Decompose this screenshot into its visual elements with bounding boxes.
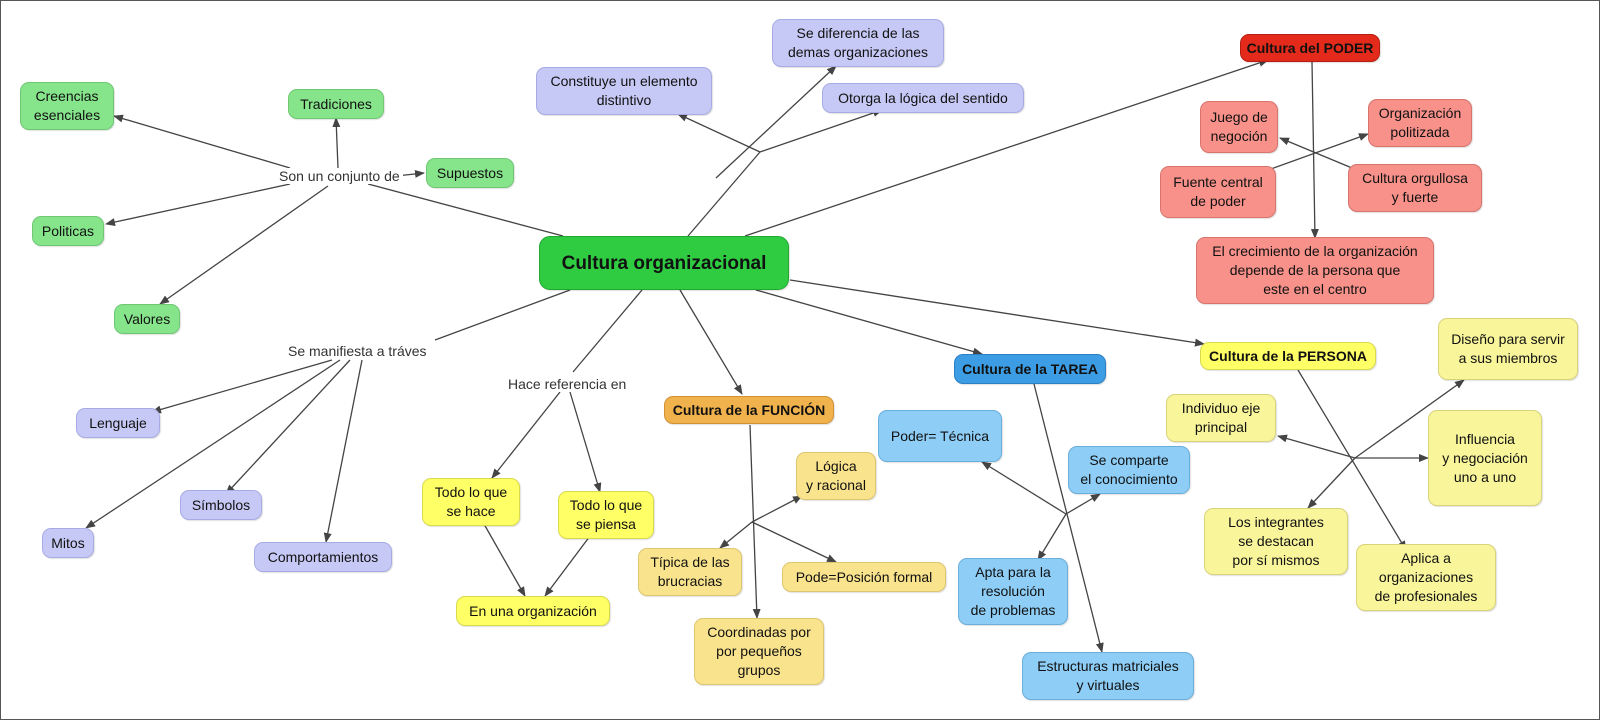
node-coordinadas[interactable]: Coordinadas por por pequeños grupos <box>694 618 824 685</box>
node-diseno-servir[interactable]: Diseño para servir a sus miembros <box>1438 318 1578 380</box>
node-supuestos[interactable]: Supuestos <box>426 158 514 188</box>
link-label-conjunto: Son un conjunto de <box>276 168 403 184</box>
edge-funcion-logica <box>751 495 803 523</box>
node-integrantes[interactable]: Los integrantes se destacan por sí mismo… <box>1204 508 1348 575</box>
edge-center-manifiesta <box>434 289 571 341</box>
edge-manifiesta-mitos <box>85 359 341 529</box>
node-mitos[interactable]: Mitos <box>42 528 94 558</box>
edge-center-persona <box>789 279 1205 347</box>
node-poder-tecnica[interactable]: Poder= Técnica <box>878 410 1002 462</box>
edge-referencia-hace <box>491 391 561 479</box>
node-otorga[interactable]: Otorga la lógica del sentido <box>822 83 1024 113</box>
link-label-referencia: Hace referencia en <box>505 376 630 392</box>
node-influencia[interactable]: Influencia y negociación uno a uno <box>1428 410 1542 506</box>
node-tipica-brucracias[interactable]: Típica de las brucracias <box>638 548 742 596</box>
node-todo-piensa[interactable]: Todo lo que se piensa <box>558 491 654 539</box>
edge-piensa-organizacion <box>544 535 591 597</box>
edge-conjunto-politicas <box>105 183 291 226</box>
edge-manifiesta-comportamientos <box>323 359 363 543</box>
edge-top-otorga <box>759 109 883 153</box>
node-fuente-central[interactable]: Fuente central de poder <box>1160 166 1276 218</box>
node-creencias[interactable]: Creencias esenciales <box>20 82 114 130</box>
node-cultura-funcion[interactable]: Cultura de la FUNCIÓN <box>664 396 834 424</box>
edge-tarea-poder <box>981 461 1067 515</box>
edge-tarea-estructuras <box>1033 383 1104 653</box>
node-aplica[interactable]: Aplica a organizaciones de profesionales <box>1356 544 1496 611</box>
edge-conjunto-tradiciones <box>332 117 341 169</box>
edge-center-tarea <box>755 289 983 356</box>
edge-conjunto-valores <box>159 185 329 305</box>
node-se-comparte[interactable]: Se comparte el conocimiento <box>1068 446 1190 494</box>
node-valores[interactable]: Valores <box>114 304 180 334</box>
edge-hace-organizacion <box>483 523 526 597</box>
node-cultura-orgullosa[interactable]: Cultura orgullosa y fuerte <box>1348 164 1482 212</box>
node-organizacion-politizada[interactable]: Organización politizada <box>1368 99 1472 147</box>
node-juego-negocion[interactable]: Juego de negoción <box>1200 101 1278 153</box>
node-comportamientos[interactable]: Comportamientos <box>254 542 392 572</box>
edge-top-diferencia <box>715 65 837 179</box>
edge-center-top <box>687 151 761 237</box>
node-cultura-persona[interactable]: Cultura de la PERSONA <box>1200 342 1376 370</box>
edge-persona-integrantes <box>1307 457 1356 509</box>
node-se-diferencia[interactable]: Se diferencia de las demas organizacione… <box>772 19 944 67</box>
edge-referencia-piensa <box>569 391 602 493</box>
edge-center-poder <box>744 59 1269 237</box>
node-cultura-tarea[interactable]: Cultura de la TAREA <box>954 354 1106 384</box>
node-individuo-eje[interactable]: Individuo eje principal <box>1166 394 1276 442</box>
edge-poder-crecimiento <box>1310 61 1319 239</box>
edge-poder-cross-b <box>1267 133 1369 171</box>
node-en-una-organizacion[interactable]: En una organización <box>456 596 610 626</box>
link-label-manifiesta: Se manifiesta a tráves <box>285 343 430 359</box>
node-logica-racional[interactable]: Lógica y racional <box>796 452 876 500</box>
node-simbolos[interactable]: Símbolos <box>180 490 262 520</box>
edge-center-referencia <box>572 289 643 373</box>
edge-funcion-pode <box>751 521 837 563</box>
edge-manifiesta-lenguaje <box>151 359 333 414</box>
node-estructuras[interactable]: Estructuras matriciales y virtuales <box>1022 652 1194 700</box>
edge-persona-diseno <box>1354 379 1465 459</box>
node-todo-hace[interactable]: Todo lo que se hace <box>422 478 520 526</box>
edge-top-constituye <box>677 113 761 153</box>
node-lenguaje[interactable]: Lenguaje <box>76 408 160 438</box>
node-pode-posicion[interactable]: Pode=Posición formal <box>782 562 946 592</box>
node-tradiciones[interactable]: Tradiciones <box>288 89 384 119</box>
node-apta-resolucion[interactable]: Apta para la resolución de problemas <box>958 558 1068 625</box>
node-crecimiento[interactable]: El crecimiento de la organización depend… <box>1196 237 1434 304</box>
edge-persona-aplica <box>1297 369 1407 551</box>
edge-conjunto-creencias <box>113 114 291 169</box>
edge-manifiesta-simbolos <box>225 359 351 495</box>
node-politicas[interactable]: Politicas <box>32 216 104 246</box>
node-cultura-poder[interactable]: Cultura del PODER <box>1240 34 1380 62</box>
node-constituye[interactable]: Constituye un elemento distintivo <box>536 67 712 115</box>
edge-center-funcion <box>679 289 743 395</box>
edge-funcion-tipica <box>719 521 753 549</box>
edge-tarea-apta <box>1037 513 1067 561</box>
central-concept-node[interactable]: Cultura organizacional <box>539 236 789 290</box>
edge-tarea-comparte <box>1065 493 1101 515</box>
edge-persona-individuo <box>1277 434 1356 459</box>
edge-center-conjunto <box>367 183 564 237</box>
